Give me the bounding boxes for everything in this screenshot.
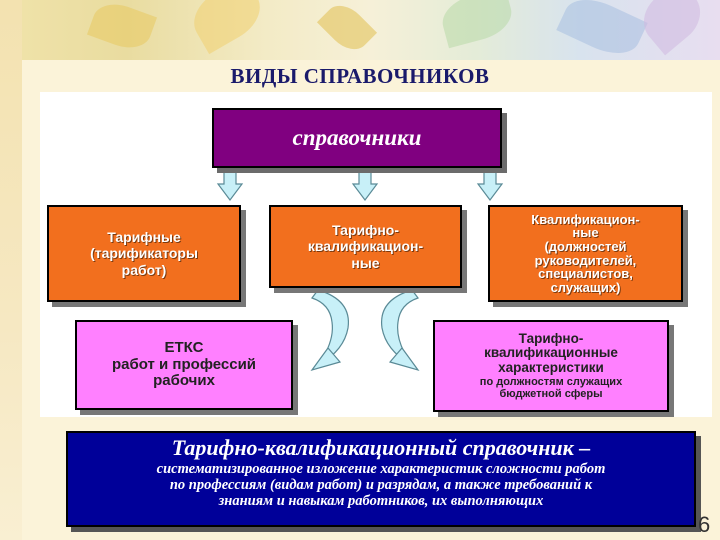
node-line: рабочих [153,372,215,390]
node-line: квалификацион- [307,238,424,255]
definition-line: по профессиям (видам работ) и разрядам, … [169,477,593,494]
left-decor-strip [0,0,22,540]
node-tariff: Тарифные (тарификаторы работ) [47,205,241,302]
node-line: руководителей, [534,252,637,268]
node-line: ные [351,254,380,271]
node-subline: по должностям служащих [479,376,623,389]
definition-line: систематизированное изложение характерис… [156,461,606,477]
decorative-banner [22,0,720,60]
down-arrow-center [351,167,379,201]
node-line: характеристики [498,360,604,376]
page-number: 6 [698,512,711,537]
node-line: (тарификаторы [90,245,198,262]
node-line: специалистов, [538,266,633,282]
node-subline: бюджетной сферы [499,388,603,401]
node-line: Тарифно- [518,330,584,346]
slide-title: ВИДЫ СПРАВОЧНИКОВ [230,64,490,88]
node-line: Тарифно- [331,222,400,239]
node-line: квалификационные [484,345,618,361]
definition-term: Тарифно-квалификационный справочник – [171,435,591,460]
node-tariff-qualification: Тарифно- квалификацион- ные [269,205,462,288]
node-line: Тарифные [107,229,181,246]
curved-arrow-left-head [310,347,342,372]
node-etks: ЕТКС работ и профессий рабочих [75,320,293,410]
node-line: служащих) [550,279,621,295]
node-line: Квалификацион- [531,211,640,227]
node-line: ные [572,225,599,241]
node-qualification: Квалификацион- ные (должностей руководит… [488,205,683,302]
down-arrow-left [216,167,244,201]
definition-line: знаниям и навыкам работников, их выполня… [218,493,544,510]
root-label: справочники [292,125,422,150]
node-tariff-qualification-characteristics: Тарифно- квалификационные характеристики… [433,320,669,412]
node-line: работ и профессий [111,355,257,373]
node-line: (должностей [544,238,627,254]
node-line: ЕТКС [164,339,204,357]
curved-arrow-right-head [388,347,420,372]
node-line: работ) [121,261,167,278]
root-node: справочники [212,108,502,168]
definition-box: Тарифно-квалификационный справочник – си… [66,431,696,527]
down-arrow-right [476,167,504,201]
